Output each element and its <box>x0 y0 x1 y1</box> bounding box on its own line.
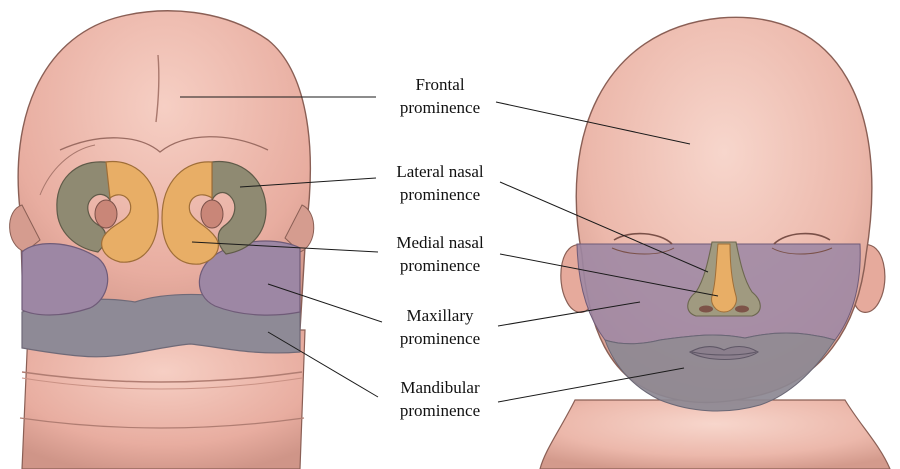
label-medial-nasal-line1: Medial nasal <box>396 233 484 252</box>
labels: Frontal prominence Lateral nasal promine… <box>396 75 484 420</box>
nasal-pit-right <box>201 200 223 228</box>
label-medial-nasal-line2: prominence <box>400 256 480 275</box>
label-frontal-line1: Frontal <box>415 75 464 94</box>
label-lateral-nasal-line1: Lateral nasal <box>396 162 484 181</box>
label-mandibular-line1: Mandibular <box>400 378 480 397</box>
label-mandibular-line2: prominence <box>400 401 480 420</box>
label-maxillary-line1: Maxillary <box>406 306 474 325</box>
infant-mandibular-prominence <box>605 333 835 411</box>
infant-face <box>540 17 890 469</box>
label-lateral-nasal-line2: prominence <box>400 185 480 204</box>
infant-nostril-right <box>735 306 749 313</box>
nasal-pit-left <box>95 200 117 228</box>
infant-nostril-left <box>699 306 713 313</box>
label-frontal-line2: prominence <box>400 98 480 117</box>
label-maxillary-line2: prominence <box>400 329 480 348</box>
embryo-face <box>10 11 314 469</box>
